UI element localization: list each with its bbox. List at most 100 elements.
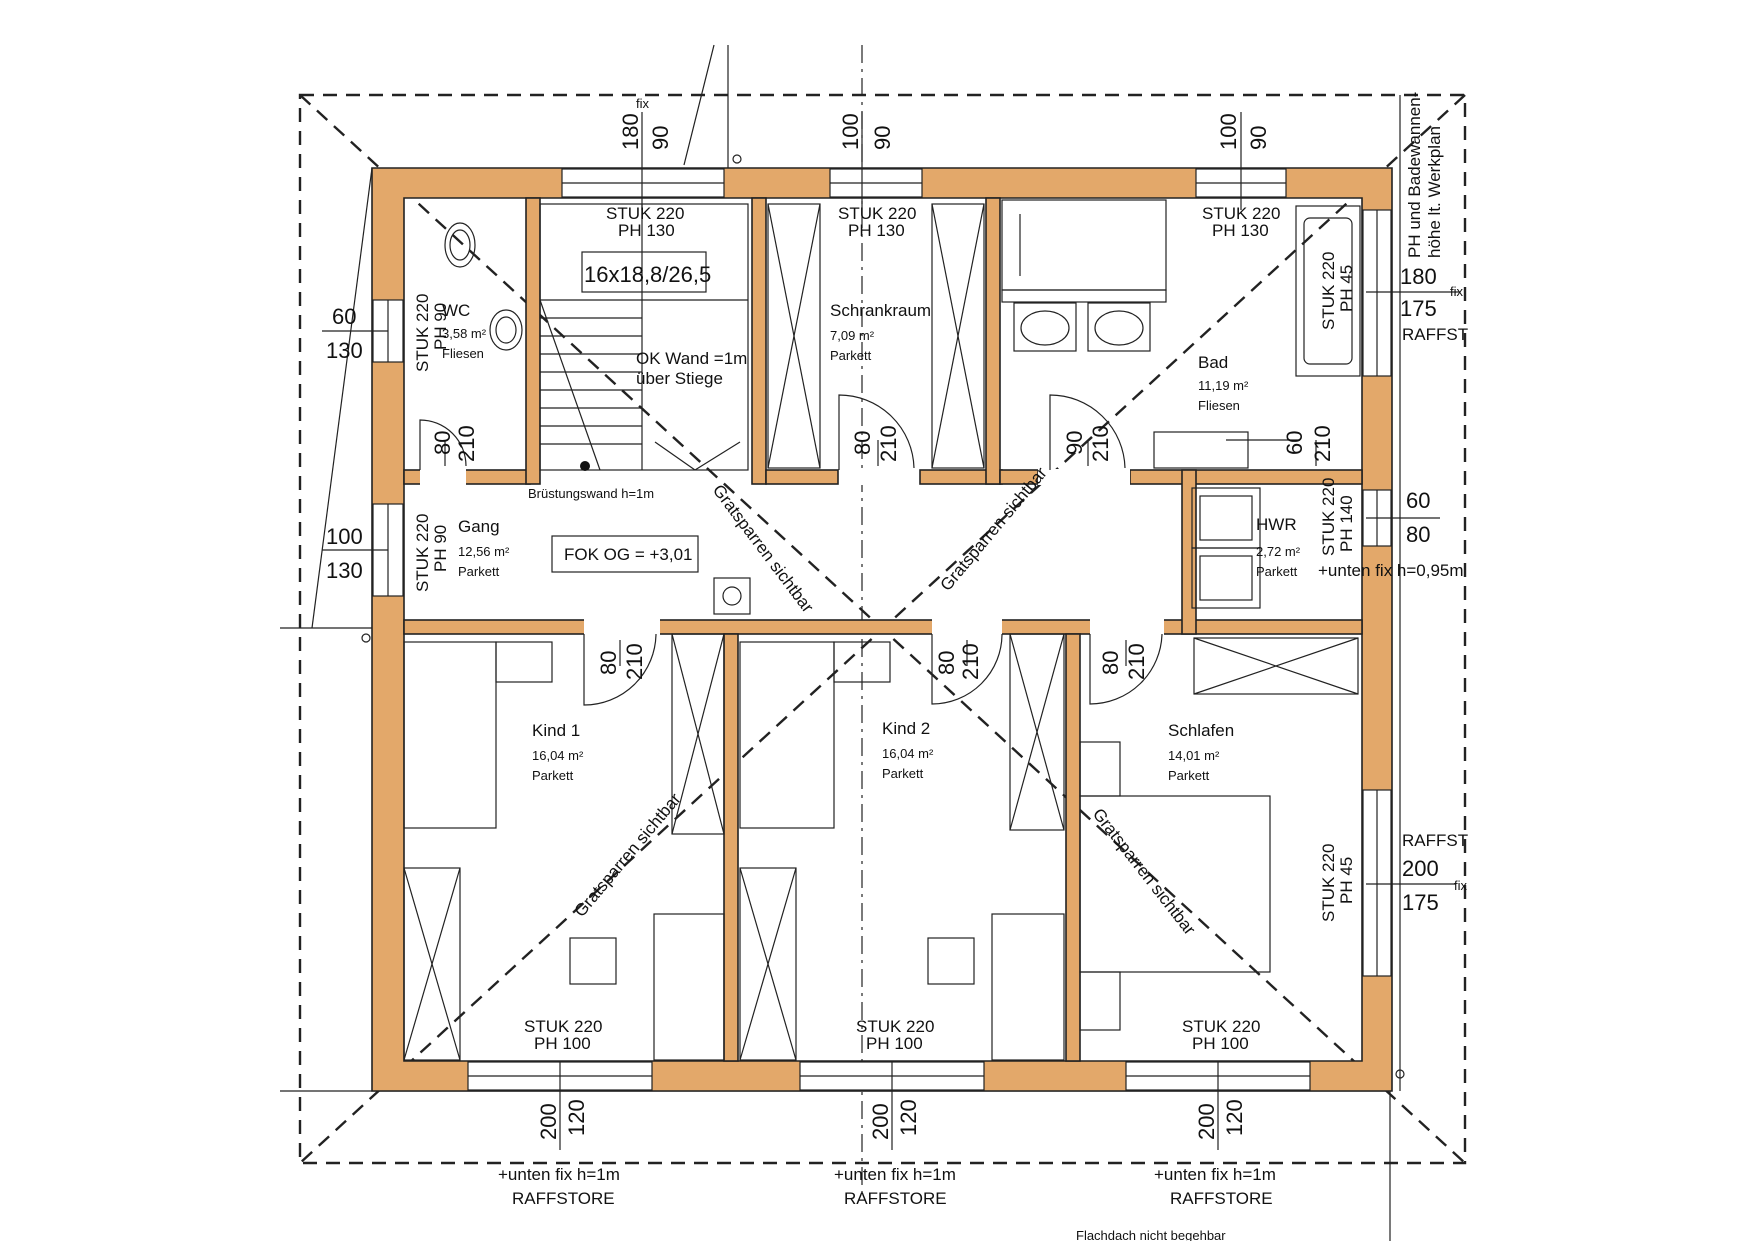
dim-left2-130: 130 <box>326 558 363 583</box>
room-kind1: Kind 1 16,04 m² Parkett <box>532 721 584 783</box>
dim-right1-175: 175 <box>1400 296 1437 321</box>
ph-schlafen-bottom: PH 100 <box>1192 1034 1249 1053</box>
stair-spec: 16x18,8/26,5 <box>584 262 711 287</box>
door-schrank-80: 80 <box>850 431 875 455</box>
stuk-gang: STUK 220 <box>413 514 432 592</box>
dim-right1-180: 180 <box>1400 264 1437 289</box>
hwr-appliances <box>1191 487 1261 609</box>
door-bad-90: 90 <box>1062 431 1087 455</box>
room-schlafen-area: 14,01 m² <box>1168 748 1220 763</box>
room-hwr-name: HWR <box>1256 515 1297 534</box>
door-bad-210: 210 <box>1088 425 1113 462</box>
raffstore-1: RAFFSTORE <box>512 1189 615 1208</box>
dim-right2-80: 80 <box>1406 522 1430 547</box>
door-schlafen-80: 80 <box>1098 651 1123 675</box>
room-schrankraum-name: Schrankraum <box>830 301 931 320</box>
room-wc-name: WC <box>442 301 470 320</box>
dim-top2-90: 90 <box>870 126 895 150</box>
stuk-hwr: STUK 220 <box>1319 478 1338 556</box>
wardrobes <box>403 203 1359 1061</box>
ph-hwr: PH 140 <box>1337 495 1356 552</box>
room-hwr-area: 2,72 m² <box>1256 544 1301 559</box>
wc-fixtures <box>444 222 523 351</box>
staircase <box>539 203 749 471</box>
room-schrankraum: Schrankraum 7,09 m² Parkett <box>830 301 931 363</box>
room-bad: Bad 11,19 m² Fliesen <box>1198 353 1249 413</box>
dim-bad-210: 210 <box>1310 425 1335 462</box>
room-hwr-floor: Parkett <box>1256 564 1298 579</box>
ueber-stiege-note: über Stiege <box>636 369 723 388</box>
dim-top1-180: 180 <box>618 113 643 150</box>
unten-fix-1: +unten fix h=1m <box>498 1165 620 1184</box>
door-swings <box>419 394 1163 706</box>
stuk-kind2: STUK 220 <box>856 1017 934 1036</box>
room-schlafen: Schlafen 14,01 m² Parkett <box>1168 721 1234 783</box>
fix-right1: fix <box>1450 284 1464 299</box>
room-bad-area: 11,19 m² <box>1198 378 1249 393</box>
raffst-right1: RAFFST <box>1402 325 1468 344</box>
level-box <box>551 535 699 573</box>
room-kind1-floor: Parkett <box>532 768 574 783</box>
dim-top2-100: 100 <box>838 113 863 150</box>
dim-right3-175: 175 <box>1402 890 1439 915</box>
interior-walls <box>403 197 1363 1062</box>
dim-right3-200: 200 <box>1402 856 1439 881</box>
ph-schlafen: PH 45 <box>1337 857 1356 904</box>
gratsparren-1: Gratsparren sichtbar <box>709 481 818 616</box>
dim-bottom3-200: 200 <box>1194 1103 1219 1140</box>
room-kind1-area: 16,04 m² <box>532 748 584 763</box>
dim-right2-60: 60 <box>1406 488 1430 513</box>
raffst-right2: RAFFST <box>1402 831 1468 850</box>
raffstore-3: RAFFSTORE <box>1170 1189 1273 1208</box>
dim-bottom1-120: 120 <box>564 1099 589 1136</box>
dim-top3-90: 90 <box>1246 126 1271 150</box>
ph-top2: PH 130 <box>848 221 905 240</box>
unten-fix-2: +unten fix h=1m <box>834 1165 956 1184</box>
door-schrank-210: 210 <box>876 425 901 462</box>
room-kind2-name: Kind 2 <box>882 719 930 738</box>
gratsparren-4: Gratsparren sichtbar <box>1089 805 1200 939</box>
door-wc-80: 80 <box>430 431 455 455</box>
dim-left2-100: 100 <box>326 524 363 549</box>
fix-label: fix <box>636 96 650 111</box>
room-kind2: Kind 2 16,04 m² Parkett <box>882 719 934 781</box>
chimney <box>713 577 751 615</box>
room-kind1-name: Kind 1 <box>532 721 580 740</box>
door-wc-210: 210 <box>454 425 479 462</box>
ph-wc: PH 90 <box>431 303 450 350</box>
door-kind2-80: 80 <box>934 651 959 675</box>
room-schlafen-floor: Parkett <box>1168 768 1210 783</box>
door-kind1-210: 210 <box>622 643 647 680</box>
bath-fixtures <box>1001 199 1361 469</box>
ph-top3: PH 130 <box>1212 221 1269 240</box>
door-schlafen-210: 210 <box>1124 643 1149 680</box>
door-kind2-210: 210 <box>958 643 983 680</box>
bath-note-line2: höhe lt. Werkplan <box>1425 126 1444 258</box>
unten-fix-3: +unten fix h=1m <box>1154 1165 1276 1184</box>
room-wc: WC 3,58 m² Fliesen <box>442 301 487 361</box>
unten-fix-hwr: +unten fix h=0,95m <box>1318 561 1464 580</box>
stuk-top3: STUK 220 <box>1202 204 1280 223</box>
ph-gang: PH 90 <box>431 525 450 572</box>
room-bad-name: Bad <box>1198 353 1228 372</box>
room-bad-floor: Fliesen <box>1198 398 1240 413</box>
room-schlafen-name: Schlafen <box>1168 721 1234 740</box>
door-openings <box>420 469 1164 635</box>
bath-note-line1: PH und Badewannen- <box>1405 92 1424 258</box>
stuk-top1: STUK 220 <box>606 204 684 223</box>
bruestung-note: Brüstungswand h=1m <box>528 486 654 501</box>
dim-top1-90: 90 <box>648 126 673 150</box>
dimension-lines <box>322 112 1460 1150</box>
stuk-kind1: STUK 220 <box>524 1017 602 1036</box>
room-wc-area: 3,58 m² <box>442 326 487 341</box>
furniture <box>403 641 1271 1061</box>
dim-top3-100: 100 <box>1216 113 1241 150</box>
gratsparren-3: Gratsparren sichtbar <box>571 789 685 920</box>
dim-left1-130: 130 <box>326 338 363 363</box>
room-hwr: HWR 2,72 m² Parkett <box>1256 515 1301 579</box>
ph-kind1: PH 100 <box>534 1034 591 1053</box>
raffstore-2: RAFFSTORE <box>844 1189 947 1208</box>
stuk-top2: STUK 220 <box>838 204 916 223</box>
room-wc-floor: Fliesen <box>442 346 484 361</box>
dim-bottom3-120: 120 <box>1222 1099 1247 1136</box>
